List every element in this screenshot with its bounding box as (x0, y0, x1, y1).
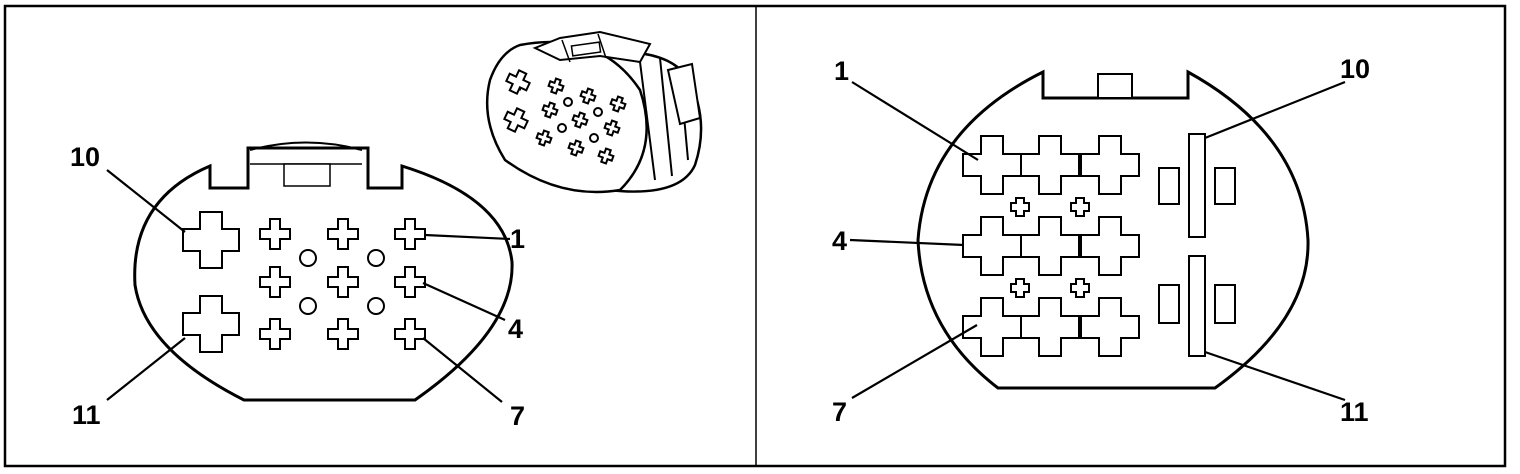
inset-pin-4 (609, 95, 627, 113)
left-leader-11 (106, 337, 186, 401)
connector-3d-inset (485, 30, 703, 194)
right-leader-4 (849, 238, 965, 247)
inset-pin-group-8 (535, 129, 553, 147)
inset-large-terminal-1 (505, 69, 531, 95)
inset-pin-9 (567, 139, 585, 157)
inset-pin-array (503, 69, 627, 165)
right-pin-5 (1020, 216, 1080, 276)
right-connector-face (916, 69, 1310, 390)
left-label-1: 1 (510, 224, 525, 254)
left-cavity-4 (367, 297, 385, 315)
left-pin-6 (394, 266, 426, 298)
right-pin-1 (962, 135, 1022, 195)
inset-large-terminal-group-1 (505, 69, 531, 95)
inset-pin-group-6 (571, 111, 589, 129)
right-pin-4 (962, 216, 1022, 276)
left-cavity-2 (367, 249, 385, 267)
right-blade-11 (1188, 255, 1206, 357)
inset-pin-3 (579, 87, 597, 105)
right-rect-terminal-a (1158, 167, 1180, 205)
right-label-11: 11 (1340, 397, 1369, 427)
left-pin-3 (394, 218, 426, 250)
right-leader-7 (851, 324, 978, 399)
right-leaders (849, 80, 1346, 402)
left-latch-tab (249, 141, 363, 151)
left-pin-4 (259, 266, 291, 298)
inset-pin-group-10 (597, 147, 615, 165)
left-leaders (106, 169, 511, 403)
inset-latch-window (570, 41, 602, 57)
left-leader-7 (422, 337, 503, 403)
left-pin-8 (327, 318, 359, 350)
inset-pin-6 (571, 111, 589, 129)
inset-pin-group-9 (567, 139, 585, 157)
right-leader-1 (851, 81, 979, 161)
inset-pin-group-2 (547, 77, 565, 95)
inset-pin-group-5 (541, 101, 559, 119)
inset-cavity-3 (557, 123, 567, 133)
right-pin-array (962, 135, 1140, 357)
left-pin-1 (259, 218, 291, 250)
right-pin-9 (1080, 297, 1140, 357)
right-rect-terminal-c (1158, 284, 1180, 324)
left-cavity-1 (299, 249, 317, 267)
inset-cavity-1 (563, 97, 573, 107)
right-blade-10 (1188, 133, 1206, 238)
inset-cavity-4 (589, 133, 599, 143)
diagram-frame (3, 4, 1507, 468)
inset-pin-7 (603, 119, 621, 137)
inset-pin-2 (547, 77, 565, 95)
right-label-7: 7 (832, 397, 847, 427)
right-pin-3 (1080, 135, 1140, 195)
right-small-cavity-4 (1070, 278, 1090, 298)
inset-rib-2 (659, 57, 673, 177)
inset-latch-line-b (597, 33, 607, 59)
right-small-cavity-2 (1070, 197, 1090, 217)
left-large-terminal-11 (182, 295, 240, 353)
right-pin-6 (1080, 216, 1140, 276)
inset-latch-line-a (561, 39, 571, 63)
inset-large-terminal-group-2 (503, 107, 529, 133)
right-rect-terminal-b (1214, 167, 1236, 205)
right-pin-8 (1020, 297, 1080, 357)
left-pin-9 (394, 318, 426, 350)
left-cavity-3 (299, 297, 317, 315)
inset-clip (666, 62, 702, 126)
left-latch-slot (283, 163, 331, 187)
right-key-tab (1097, 73, 1133, 99)
left-leader-4 (422, 281, 506, 322)
right-leader-11 (1204, 350, 1346, 402)
left-label-7: 7 (510, 401, 525, 431)
inset-pin-5 (541, 101, 559, 119)
left-label-4: 4 (508, 314, 523, 344)
inset-large-terminal-2 (503, 107, 529, 133)
right-pin-2 (1020, 135, 1080, 195)
right-pin-7 (962, 297, 1022, 357)
left-connector-face (133, 141, 514, 402)
inset-pin-group-7 (603, 119, 621, 137)
left-large-terminal-10 (182, 211, 240, 269)
right-leader-10 (1204, 80, 1346, 140)
right-rect-terminal-d (1214, 284, 1236, 324)
left-pin-5 (327, 266, 359, 298)
right-small-cavity-1 (1010, 197, 1030, 217)
inset-pin-8 (535, 129, 553, 147)
left-leader-10 (106, 169, 186, 233)
left-label-11: 11 (72, 400, 101, 430)
inset-pin-group-4 (609, 95, 627, 113)
left-pin-array (182, 211, 426, 353)
inset-pin-group-3 (579, 87, 597, 105)
left-pin-2 (327, 218, 359, 250)
left-label-10: 10 (70, 142, 100, 172)
right-label-10: 10 (1340, 54, 1370, 84)
inset-pin-10 (597, 147, 615, 165)
right-label-1: 1 (834, 56, 849, 86)
right-label-4: 4 (832, 226, 847, 256)
left-leader-1 (424, 233, 511, 241)
right-small-cavity-3 (1010, 278, 1030, 298)
left-pin-7 (259, 318, 291, 350)
inset-cavity-2 (593, 107, 603, 117)
